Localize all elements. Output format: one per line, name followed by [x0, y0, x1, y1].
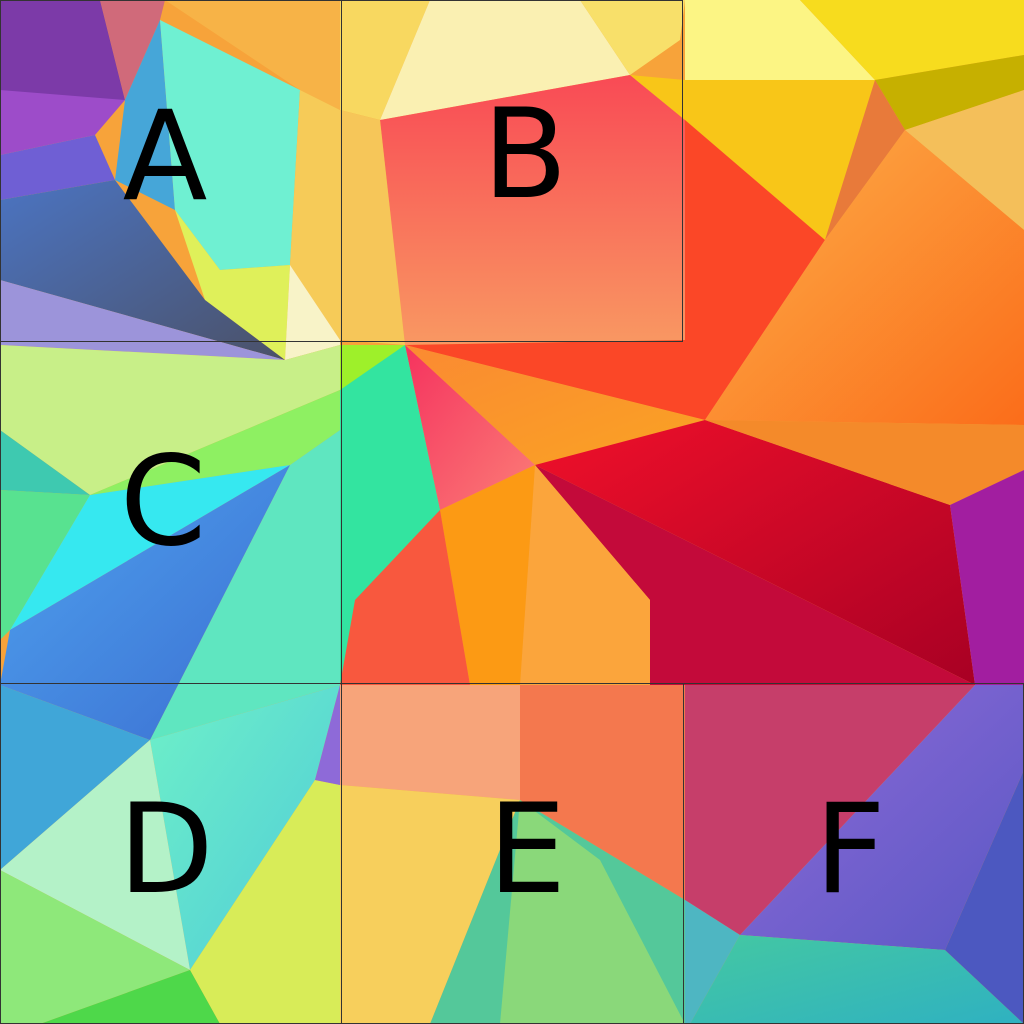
low-poly-background	[0, 0, 1024, 1024]
canvas: A B C D E F	[0, 0, 1024, 1024]
